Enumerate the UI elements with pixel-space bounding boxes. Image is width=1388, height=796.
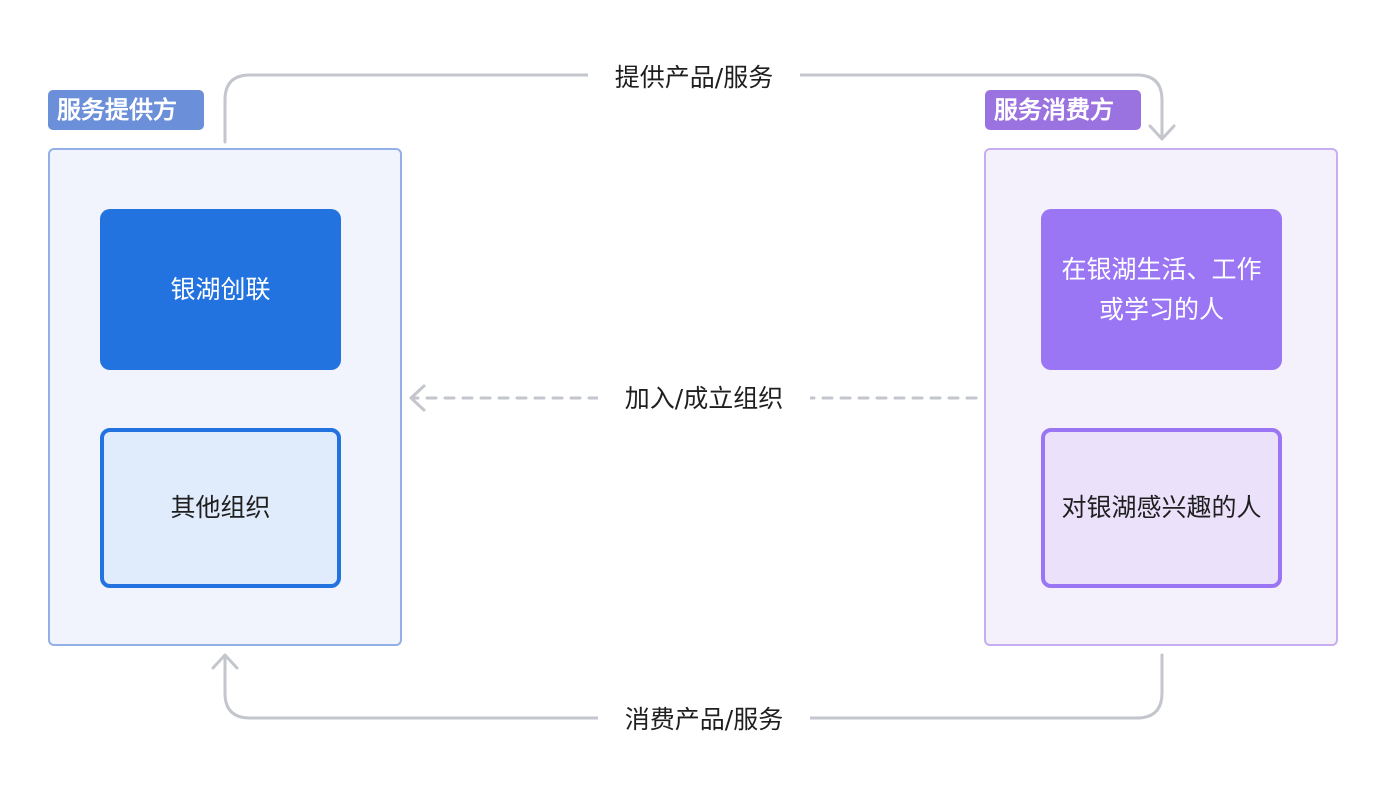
consumer-node-residents: 在银湖生活、工作或学习的人 <box>1041 209 1282 370</box>
provide-edge-label: 提供产品/服务 <box>588 61 800 95</box>
consumer-node-interested-label: 对银湖感兴趣的人 <box>1061 493 1262 522</box>
consume-edge-label: 消费产品/服务 <box>598 703 810 737</box>
provider-node-other-orgs-label: 其他组织 <box>170 493 271 522</box>
provider-group-title: 服务提供方 <box>48 90 204 130</box>
consumer-node-residents-label: 在银湖生活、工作或学习的人 <box>1061 254 1262 324</box>
provider-node-other-orgs: 其他组织 <box>100 428 341 588</box>
provider-node-yinhu-chuanglian: 银湖创联 <box>100 209 341 370</box>
consume-arrowhead <box>211 653 239 670</box>
provide-arrowhead <box>1148 124 1176 141</box>
provider-node-yinhu-chuanglian-label: 银湖创联 <box>170 274 271 304</box>
join-edge-label: 加入/成立组织 <box>598 382 810 416</box>
consumer-node-interested: 对银湖感兴趣的人 <box>1041 428 1282 588</box>
join-arrowhead <box>409 384 426 412</box>
consumer-group-title: 服务消费方 <box>985 90 1141 130</box>
